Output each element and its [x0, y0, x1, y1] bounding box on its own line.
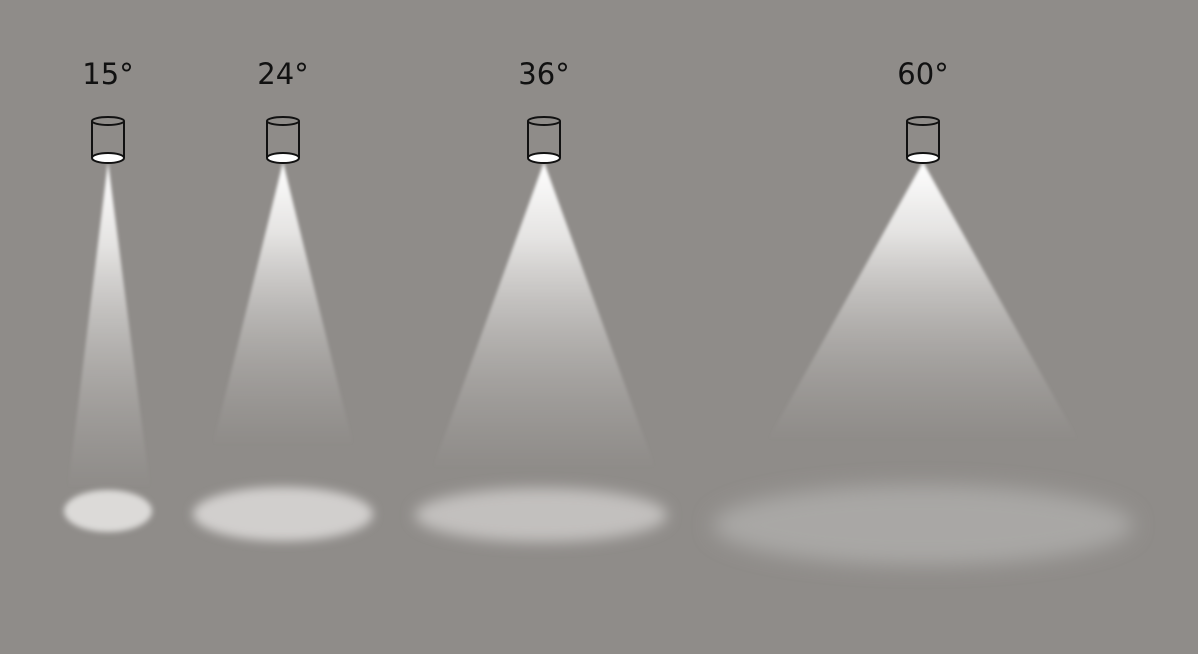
fixture-60: 60° — [713, 57, 1133, 565]
fixture-15: 15° — [64, 57, 152, 532]
light-spot-15 — [64, 490, 152, 532]
angle-label-60: 60° — [897, 57, 948, 91]
angle-label-36: 36° — [518, 57, 569, 91]
spotlight-icon-60 — [906, 116, 940, 164]
light-spot-24 — [193, 487, 373, 541]
fixture-36: 36° — [415, 57, 667, 542]
light-spot-36 — [415, 488, 667, 542]
light-beam-36 — [433, 162, 655, 468]
angle-label-15: 15° — [82, 57, 133, 91]
light-beam-60 — [768, 162, 1078, 440]
fixture-24: 24° — [193, 57, 373, 541]
spotlight-icon-36 — [527, 116, 561, 164]
spotlight-icon-15 — [91, 116, 125, 164]
angle-label-24: 24° — [257, 57, 308, 91]
light-beam-15 — [68, 162, 150, 488]
spotlight-icon-24 — [266, 116, 300, 164]
light-spot-60 — [713, 485, 1133, 565]
light-beam-24 — [213, 162, 353, 445]
